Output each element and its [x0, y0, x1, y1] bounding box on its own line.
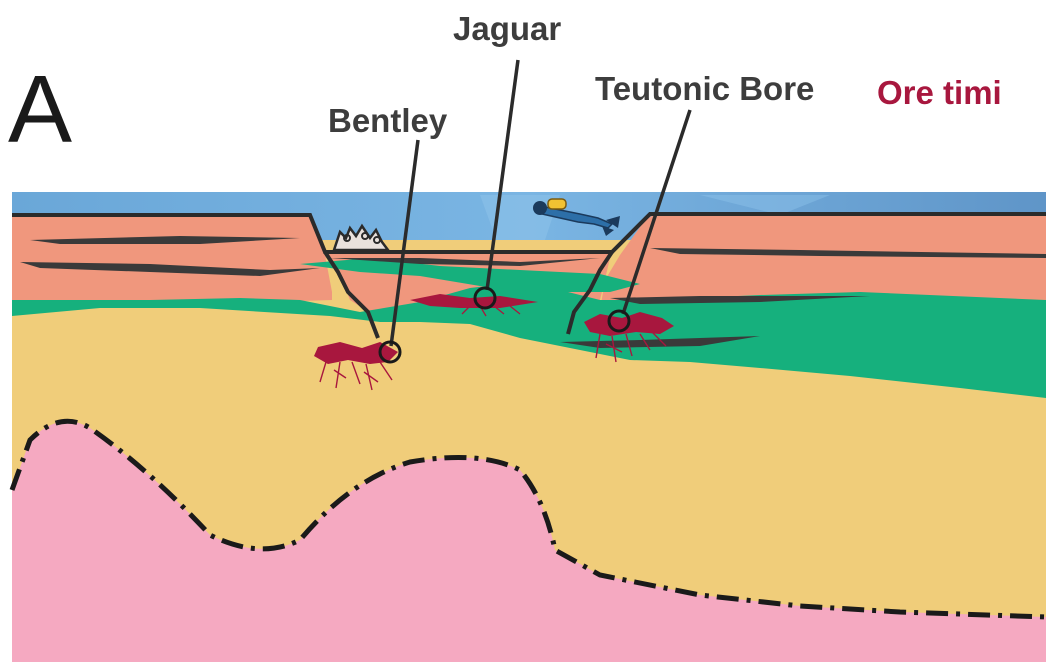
label-teutonic-bore: Teutonic Bore — [595, 72, 814, 105]
label-ore-timing: Ore timi — [877, 76, 1002, 109]
upper-volcanic-layer-left — [12, 215, 332, 310]
panel-letter: A — [8, 62, 72, 158]
label-jaguar: Jaguar — [453, 12, 561, 45]
label-bentley: Bentley — [328, 104, 447, 137]
